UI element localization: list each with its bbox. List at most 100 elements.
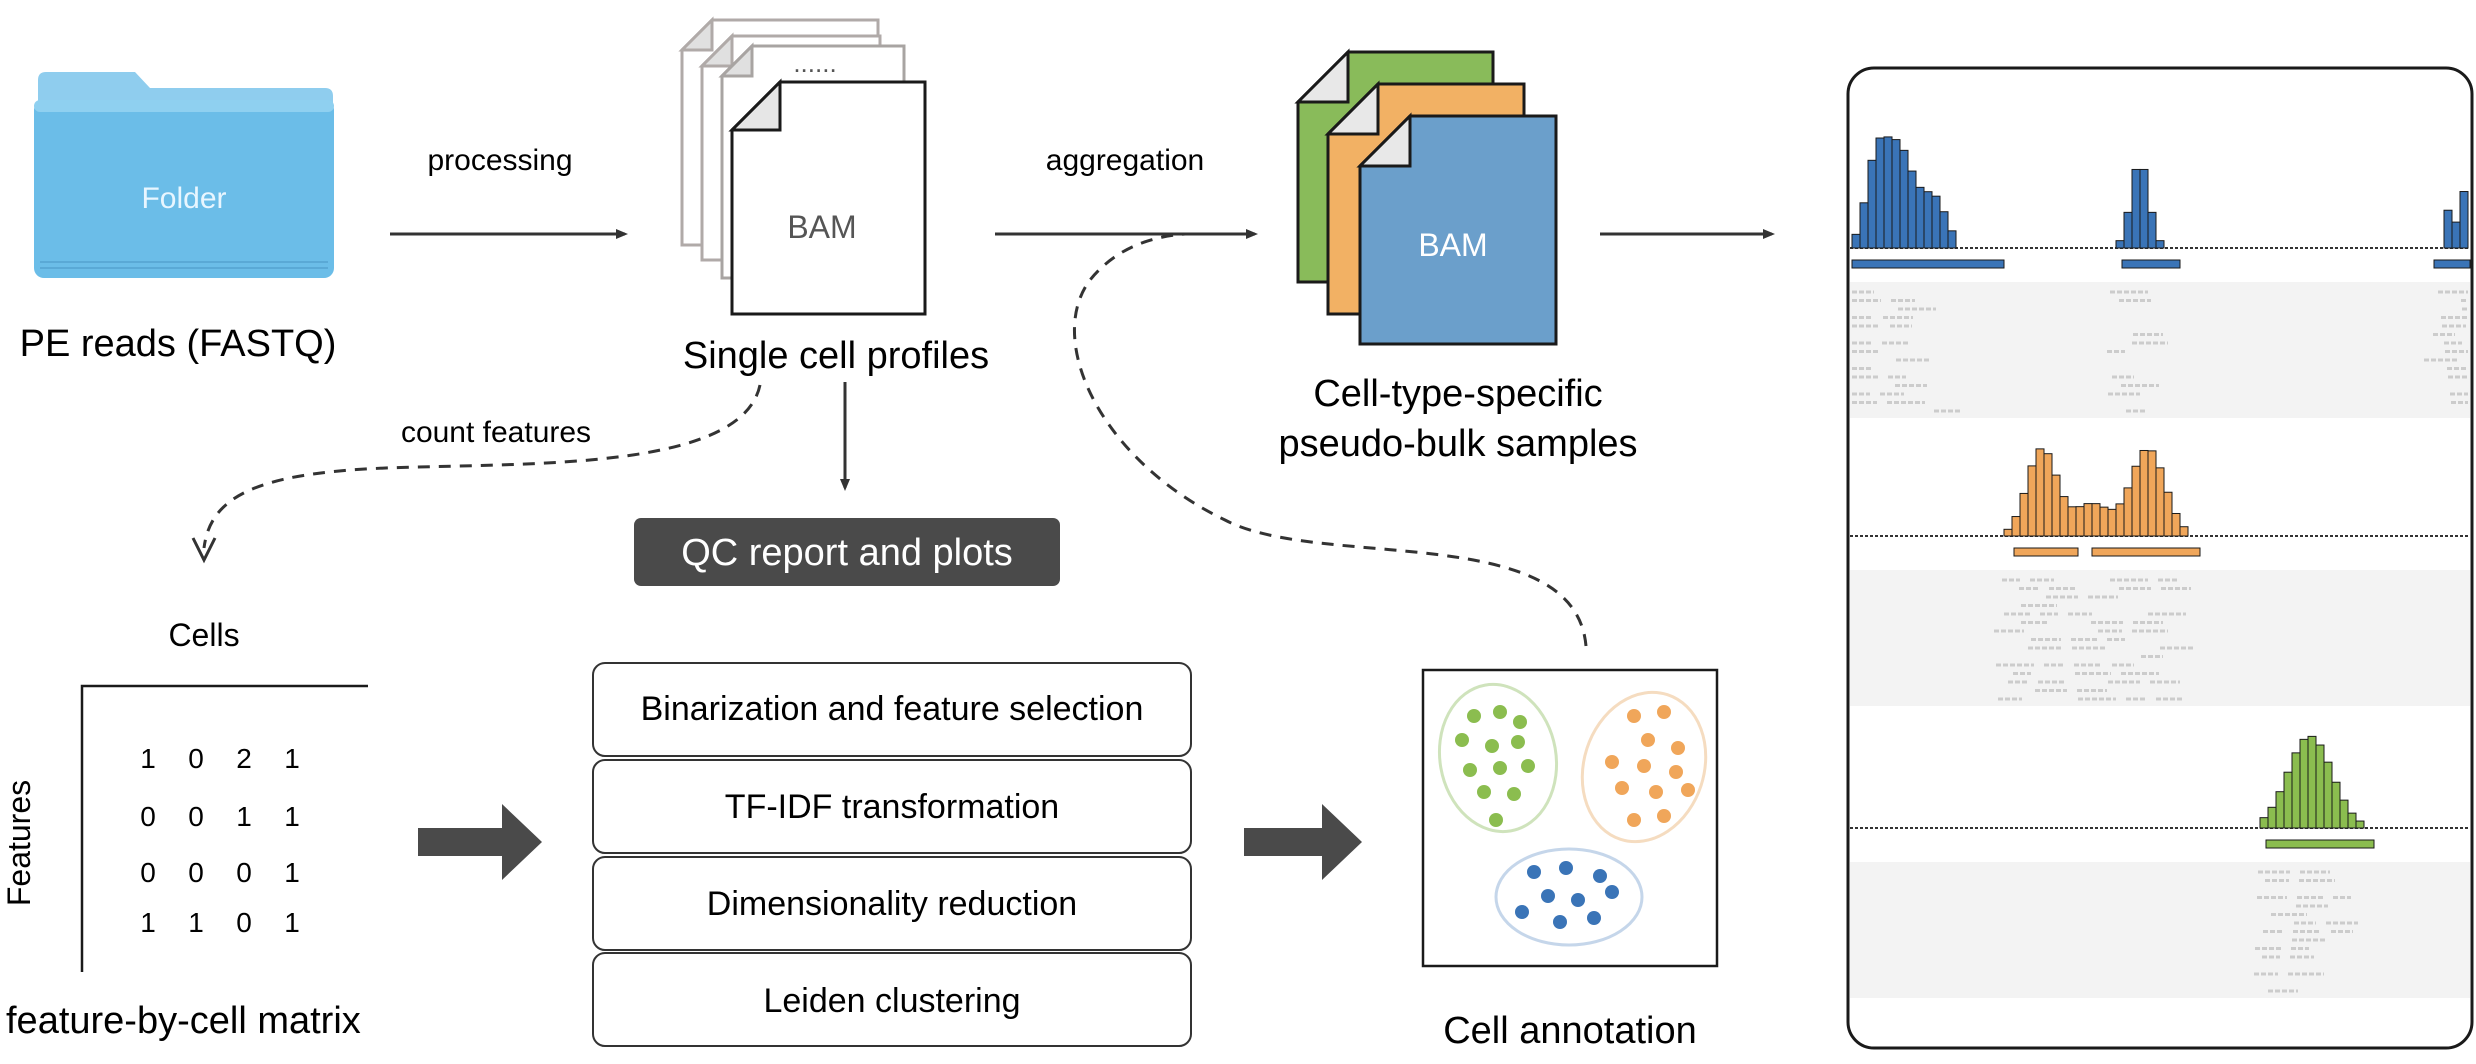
pipeline-to-annotation-arrow (1244, 804, 1362, 880)
reads-area (1850, 570, 2470, 706)
reads-area (1850, 862, 2470, 998)
coverage-bar (2115, 503, 2125, 537)
matrix-cell: 0 (188, 857, 204, 888)
cell-dot (1657, 705, 1671, 719)
pseudobulk-caption-line1: Cell-type-specific (1313, 373, 1602, 415)
step-tfidf: TF-IDF transformation (725, 788, 1059, 826)
cell-dot (1571, 893, 1585, 907)
cell-dot (1455, 733, 1469, 747)
coverage-bar (2123, 487, 2133, 537)
cell-dot (1489, 813, 1503, 827)
peak-bar (1851, 259, 2005, 269)
step-binarization: Binarization and feature selection (641, 690, 1144, 728)
coverage-bar (2139, 449, 2149, 537)
matrix-cell: 0 (236, 907, 252, 938)
coverage-bar (1915, 186, 1925, 249)
coverage-bar (2155, 240, 2165, 249)
peak-bar (2013, 547, 2079, 557)
qc-report-box (634, 518, 1060, 586)
coverage-track (1850, 136, 2471, 418)
coverage-bar (2171, 512, 2181, 537)
cell-dot (1669, 765, 1683, 779)
annotation-caption: Cell annotation (1443, 1010, 1697, 1052)
cell-dot (1493, 761, 1507, 775)
coverage-bar (2115, 240, 2125, 249)
coverage-bar (2451, 221, 2461, 249)
matrix-caption: feature-by-cell matrix (6, 1000, 361, 1042)
peak-bar (2091, 547, 2201, 557)
matrix-cell: 0 (236, 857, 252, 888)
cell-dot (1593, 869, 1607, 883)
coverage-bar (2147, 450, 2157, 537)
coverage-bar (2131, 465, 2141, 537)
coverage-bar (2275, 791, 2285, 829)
coverage-bar (1875, 137, 1885, 249)
coverage-bar (2011, 516, 2021, 537)
coverage-track (1850, 448, 2470, 706)
coverage-bar (2315, 744, 2325, 829)
single-cell-bam-stack: ...... BAM (678, 16, 927, 316)
coverage-bar (2291, 752, 2301, 829)
coverage-bar (2307, 735, 2317, 829)
pseudobulk-bam-label: BAM (1418, 227, 1487, 263)
coverage-bar (2443, 209, 2453, 249)
coverage-bar (2259, 817, 2269, 829)
cell-dot (1671, 741, 1685, 755)
cell-dot (1605, 885, 1619, 899)
coverage-bar (1899, 149, 1909, 249)
cell-dot (1485, 739, 1499, 753)
annotation-feedback-arrow (1073, 232, 1588, 647)
coverage-bar (2075, 506, 2085, 537)
cell-dot (1467, 709, 1481, 723)
qc-report-label: QC report and plots (681, 532, 1013, 574)
processing-label: processing (427, 144, 572, 177)
peak-bar (2433, 259, 2471, 269)
coverage-bar (1891, 139, 1901, 249)
cell-dot (1477, 785, 1491, 799)
coverage-bar (2019, 492, 2029, 537)
cell-dot (1681, 783, 1695, 797)
input-caption: PE reads (FASTQ) (20, 323, 337, 365)
cell-dot (1637, 759, 1651, 773)
cell-dot (1649, 785, 1663, 799)
coverage-track (1850, 735, 2470, 998)
coverage-bar (2267, 806, 2277, 829)
reads-area (1850, 282, 2470, 418)
matrix-to-pipeline-arrow (418, 804, 542, 880)
coverage-bar (1947, 230, 1957, 249)
peak-bar (2121, 259, 2181, 269)
coverage-bar (2027, 465, 2037, 537)
coverage-bar (2059, 496, 2069, 537)
matrix-cell: 1 (284, 907, 300, 938)
cell-dot (1559, 861, 1573, 875)
matrix-cell: 1 (236, 801, 252, 832)
coverage-bar (1883, 136, 1893, 249)
coverage-bar (2107, 508, 2117, 537)
cell-dot (1463, 763, 1477, 777)
coverage-bar (2035, 448, 2045, 537)
matrix-cell: 1 (188, 907, 204, 938)
matrix-cell: 0 (140, 801, 156, 832)
count-features-label: count features (401, 416, 591, 449)
coverage-bar (2459, 191, 2469, 249)
coverage-bar (2043, 453, 2053, 537)
matrix-cell: 1 (284, 857, 300, 888)
cell-dot (1511, 735, 1525, 749)
cell-dot (1657, 809, 1671, 823)
coverage-bar (2299, 738, 2309, 829)
pseudobulk-bam-stack: BAM (1294, 48, 1558, 346)
coverage-bar (2155, 467, 2165, 537)
pipeline-steps: Binarization and feature selection TF-ID… (592, 662, 1192, 1047)
cell-dot (1521, 759, 1535, 773)
peak-bar (2265, 839, 2375, 849)
matrix-cell: 1 (284, 801, 300, 832)
cells-label: Cells (168, 617, 239, 653)
cell-dot (1553, 915, 1567, 929)
cluster-orange-outline (1580, 690, 1708, 844)
aggregation-label: aggregation (1046, 144, 1204, 177)
single-cell-caption: Single cell profiles (683, 335, 989, 377)
cell-dot (1513, 715, 1527, 729)
matrix-cell: 1 (140, 907, 156, 938)
